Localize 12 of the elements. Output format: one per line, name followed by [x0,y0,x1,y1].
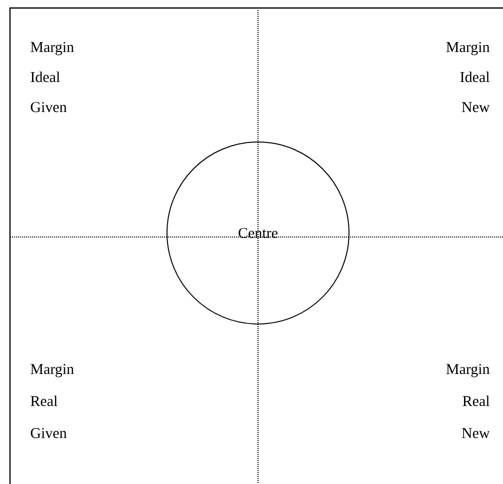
quadrant-label: Ideal [30,72,60,82]
quadrant-label: Real [462,396,490,406]
quadrant-label: New [462,102,490,112]
quadrant-label: Real [30,396,58,406]
quadrant-label: Margin [446,42,490,56]
quadrant-label: Given [30,102,67,112]
quadrant-label: Ideal [460,72,490,82]
quadrant-label: Given [30,428,67,438]
quadrant-label: Margin [30,42,74,56]
quadrant-label: Margin [446,364,490,378]
quadrant-label: New [462,428,490,438]
quadrant-label: Margin [30,364,74,378]
